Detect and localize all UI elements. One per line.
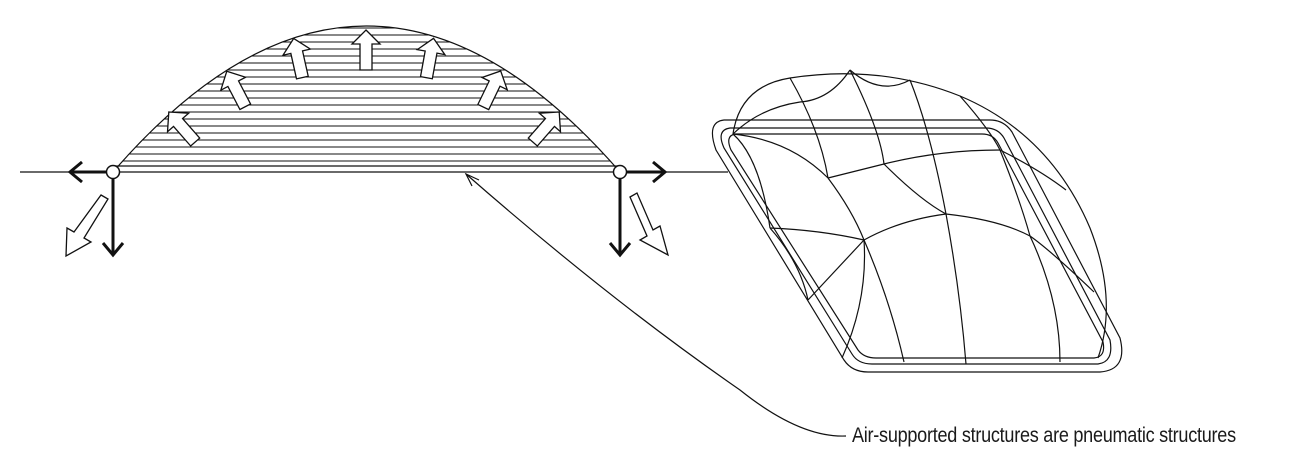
diagram-caption: Air-supported structures are pneumatic s… xyxy=(852,424,1236,447)
right-vertical-reaction-arrow-icon xyxy=(608,172,632,258)
dome-rear-rim xyxy=(732,101,801,135)
left-vertical-reaction-arrow-icon xyxy=(101,172,125,258)
pressure-arrow-icon xyxy=(477,70,509,111)
right-diagonal-tension-arrow-icon xyxy=(629,192,670,257)
pressure-arrow-icon xyxy=(527,111,562,147)
pressure-arrow-icon xyxy=(166,111,201,147)
dome-envelope xyxy=(732,73,1107,359)
left-diagonal-tension-arrow-icon xyxy=(65,194,109,258)
leader-arrowhead-icon xyxy=(464,172,480,187)
left-anchor-point xyxy=(105,164,121,180)
base-ring-outer xyxy=(711,119,1123,373)
air-supported-membrane-section xyxy=(20,25,728,258)
pressure-arrow-icon xyxy=(350,29,382,71)
pressure-arrow-icon xyxy=(219,70,252,111)
pressure-arrow-icon xyxy=(415,37,447,80)
right-horizontal-reaction-arrow-icon xyxy=(620,160,668,184)
membrane-outline xyxy=(112,25,621,173)
right-anchor xyxy=(608,160,670,258)
pressure-arrow-icon xyxy=(281,37,313,80)
base-ring-inner-2 xyxy=(728,133,1105,359)
internal-pressure-arrows xyxy=(166,29,562,147)
air-supported-dome-perspective xyxy=(711,69,1123,373)
leader-line xyxy=(465,173,847,437)
left-anchor xyxy=(65,160,125,258)
base-ring-inner xyxy=(720,127,1112,365)
right-anchor-point xyxy=(612,164,628,180)
dome-net-lines xyxy=(732,69,1095,365)
